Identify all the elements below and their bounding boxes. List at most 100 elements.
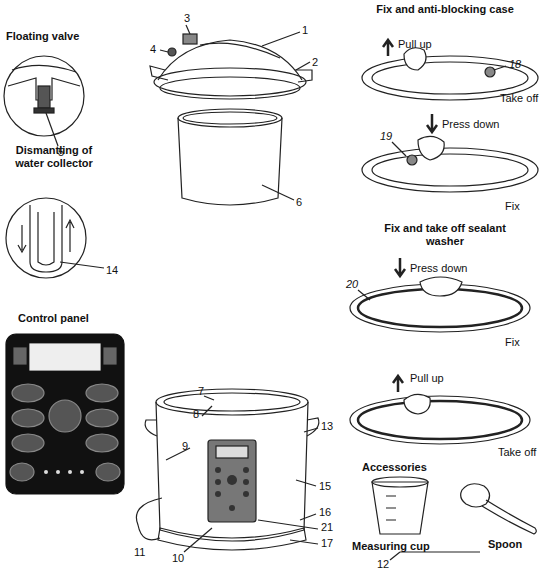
hand <box>404 394 430 414</box>
lid-view <box>350 396 530 444</box>
callout-number: 2 <box>312 56 318 69</box>
leader-line <box>184 528 212 552</box>
leader-line <box>202 406 212 416</box>
part-label: Accessories <box>362 461 427 474</box>
leader-line <box>204 396 214 400</box>
callout-number: 16 <box>319 506 331 519</box>
leader-line <box>296 62 310 70</box>
leader-line <box>60 262 104 268</box>
floating-valve <box>38 86 50 108</box>
pull-arrow <box>383 40 393 56</box>
part-label: Spoon <box>488 538 522 551</box>
valve-seal <box>34 108 54 113</box>
leader-line <box>262 32 300 46</box>
part-label: Pull up <box>398 38 432 51</box>
lid-view-inner <box>372 62 528 94</box>
callout-number: 17 <box>321 537 333 550</box>
water-collector <box>30 205 62 272</box>
callout-number: 14 <box>106 264 118 277</box>
callout-number: 18 <box>509 58 521 71</box>
pot-rim-inner <box>183 112 277 124</box>
part-label: Dismantling of water collector <box>2 144 106 169</box>
leader-line <box>304 428 318 432</box>
indicator <box>14 348 26 364</box>
spoon-bowl <box>461 484 490 507</box>
leader-line <box>186 25 190 34</box>
callout-number: 20 <box>346 278 358 291</box>
leader-line <box>296 480 316 486</box>
leader-line <box>46 113 58 146</box>
callout-number: 19 <box>380 130 392 143</box>
part-label: Control panel <box>18 312 89 325</box>
lid-view <box>362 148 538 192</box>
cup-rim <box>372 477 428 487</box>
front-display <box>216 446 248 458</box>
indicator <box>104 348 116 364</box>
part-label: Fix and anti-blocking case <box>375 3 515 16</box>
handle <box>307 418 319 436</box>
part-label: Fix <box>505 200 520 213</box>
front-panel <box>208 440 256 522</box>
power-cord <box>136 498 162 540</box>
cooker-body <box>156 402 308 541</box>
part-label: Take off <box>500 92 538 105</box>
callout-number: 5 <box>58 146 64 159</box>
leader-line <box>390 552 400 560</box>
callout-number: 15 <box>319 480 331 493</box>
leader-line <box>494 66 506 70</box>
callout-number: 4 <box>150 43 156 56</box>
body-rim <box>156 389 308 415</box>
body-rim-inner <box>164 393 300 411</box>
cup-marks <box>386 496 396 520</box>
callout-number: 7 <box>198 385 204 398</box>
callout-number: 10 <box>172 552 184 565</box>
detail-circle <box>4 56 84 136</box>
detail-circle <box>6 198 86 278</box>
leader-line <box>392 142 406 156</box>
float-valve <box>168 48 176 56</box>
leader-line <box>262 185 294 200</box>
dots <box>44 470 84 474</box>
lid-handle <box>150 66 168 80</box>
measuring-cup <box>372 482 428 534</box>
water-collector-inner <box>38 212 54 265</box>
callout-number: 1 <box>302 24 308 37</box>
base <box>158 528 306 550</box>
hands <box>420 277 462 296</box>
hand <box>418 136 444 160</box>
press-arrow <box>427 114 437 132</box>
pull-arrow <box>393 376 403 392</box>
callout-number: 11 <box>134 546 145 559</box>
leader-line <box>160 50 168 52</box>
leader-line <box>300 514 316 520</box>
callout-number: 6 <box>296 196 302 209</box>
part-label: Fix and take off sealant washer <box>365 222 525 247</box>
inner-pot <box>178 118 282 205</box>
part-label: Pull up <box>410 372 444 385</box>
leader-line <box>258 520 318 529</box>
hand <box>404 48 426 70</box>
up-arrow <box>66 220 74 252</box>
lid-dome <box>158 40 302 80</box>
handle <box>145 420 157 436</box>
leader-line <box>358 290 370 300</box>
sealant-washer <box>358 401 522 439</box>
pot-rim <box>178 109 282 127</box>
part-label: Press down <box>410 262 467 275</box>
part-label: Fix <box>505 336 520 349</box>
lid-handle <box>295 70 312 82</box>
anti-blocking-case <box>407 155 417 165</box>
part-label: Take off <box>498 446 536 459</box>
lid-rim <box>154 68 306 96</box>
lid-line <box>200 43 280 58</box>
leader-line <box>290 540 318 544</box>
callout-number: 9 <box>182 440 188 453</box>
buttons <box>10 384 120 481</box>
lid-seal <box>160 77 300 99</box>
part-label: Measuring cup <box>352 540 430 553</box>
display <box>30 344 100 370</box>
press-arrow <box>395 258 405 276</box>
part-label: Press down <box>442 118 499 131</box>
